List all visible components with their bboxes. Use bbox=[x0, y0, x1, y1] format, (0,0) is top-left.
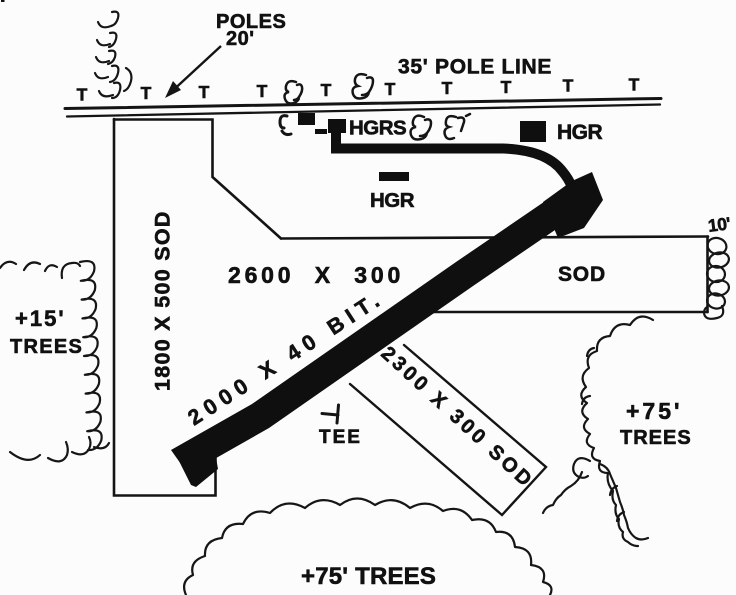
svg-text:TREES: TREES bbox=[10, 336, 83, 358]
svg-text:T: T bbox=[501, 77, 512, 97]
svg-text:TREES: TREES bbox=[620, 427, 692, 449]
svg-text:T: T bbox=[77, 85, 88, 105]
svg-text:T: T bbox=[257, 81, 268, 101]
svg-text:20': 20' bbox=[226, 28, 255, 50]
svg-text:10': 10' bbox=[707, 213, 732, 236]
svg-text:POLES: POLES bbox=[216, 11, 286, 33]
svg-text:+75' TREES: +75' TREES bbox=[301, 563, 436, 590]
svg-text:SOD: SOD bbox=[558, 263, 606, 286]
svg-text:T: T bbox=[385, 79, 396, 99]
svg-text:T: T bbox=[563, 76, 574, 96]
svg-text:35' POLE LINE: 35' POLE LINE bbox=[398, 56, 552, 79]
svg-text:T: T bbox=[199, 82, 210, 102]
svg-text:T: T bbox=[321, 80, 332, 100]
svg-text:T: T bbox=[141, 83, 152, 103]
svg-text:HGR: HGR bbox=[370, 189, 415, 212]
svg-text:+75': +75' bbox=[626, 398, 682, 424]
svg-text:+15': +15' bbox=[15, 306, 66, 331]
svg-text:T: T bbox=[442, 78, 453, 98]
svg-text:HGRS: HGRS bbox=[349, 117, 406, 140]
svg-text:HGR: HGR bbox=[557, 121, 603, 144]
svg-text:2600 X 300: 2600 X 300 bbox=[228, 262, 404, 288]
svg-text:T: T bbox=[629, 75, 640, 95]
svg-text:TEE: TEE bbox=[319, 427, 362, 448]
svg-text:1800 X 500 SOD: 1800 X 500 SOD bbox=[151, 210, 175, 391]
